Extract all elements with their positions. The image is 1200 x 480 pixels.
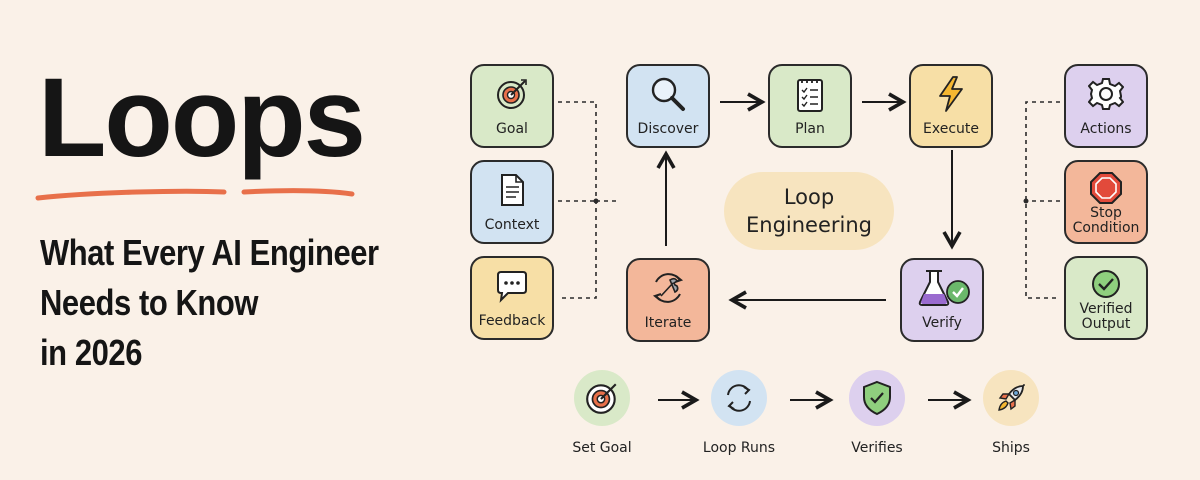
check-circle-icon	[1066, 264, 1146, 304]
node-execute: Execute	[909, 64, 993, 148]
step-verifies: Verifies	[822, 370, 932, 456]
node-plan-label: Plan	[795, 121, 825, 137]
node-stop-condition-line-1: Stop	[1090, 205, 1122, 221]
node-actions-label: Actions	[1080, 121, 1132, 137]
node-verify-label: Verify	[922, 315, 962, 331]
step-set-goal: Set Goal	[547, 370, 657, 456]
node-verified-output-label: Verified Output	[1068, 302, 1144, 332]
node-feedback-label: Feedback	[478, 313, 546, 329]
step-loop-runs: Loop Runs	[684, 370, 794, 456]
target-icon	[574, 370, 630, 426]
output-connector	[1025, 101, 1060, 299]
node-context: Context	[470, 160, 554, 244]
subtitle-line-2: Needs to Know	[40, 282, 259, 323]
magnifier-icon	[628, 74, 708, 114]
step-ships: Ships	[956, 370, 1066, 456]
input-connector	[558, 101, 597, 299]
loop-engineering-line-2: Engineering	[746, 213, 872, 237]
loop-engineering-line-1: Loop	[783, 185, 835, 209]
node-iterate-label: Iterate	[644, 315, 692, 331]
node-verified-output-line-2: Output	[1081, 316, 1131, 332]
checklist-icon	[770, 74, 850, 114]
node-goal: Goal	[470, 64, 554, 148]
node-feedback: Feedback	[470, 256, 554, 340]
node-stop-condition-label: Stop Condition	[1068, 206, 1144, 236]
cycle-arrows-icon	[711, 370, 767, 426]
subtitle-line-3: in 2026	[40, 332, 142, 373]
shield-check-icon	[849, 370, 905, 426]
node-iterate: Iterate	[626, 258, 710, 342]
node-stop-condition: Stop Condition	[1064, 160, 1148, 244]
node-verified-output: Verified Output	[1064, 256, 1148, 340]
gear-icon	[1066, 74, 1146, 114]
target-icon	[472, 74, 552, 114]
subtitle-line-1: What Every AI Engineer	[40, 232, 379, 273]
step-set-goal-label: Set Goal	[572, 440, 632, 456]
step-verifies-label: Verifies	[851, 440, 903, 456]
wrench-cycle-icon	[628, 268, 708, 308]
page-title: Loops	[38, 55, 366, 180]
node-discover-label: Discover	[637, 121, 699, 137]
rocket-icon	[983, 370, 1039, 426]
node-context-label: Context	[484, 217, 540, 233]
node-discover: Discover	[626, 64, 710, 148]
chat-bubble-icon	[472, 266, 552, 306]
node-stop-condition-line-2: Condition	[1072, 220, 1140, 236]
node-plan: Plan	[768, 64, 852, 148]
document-icon	[472, 170, 552, 210]
loop-engineering-label: Loop Engineering	[724, 172, 894, 250]
step-ships-label: Ships	[992, 440, 1030, 456]
step-loop-runs-label: Loop Runs	[702, 440, 776, 456]
lightning-icon	[911, 74, 991, 114]
stop-sign-icon	[1066, 168, 1146, 208]
node-actions: Actions	[1064, 64, 1148, 148]
subtitle: What Every AI Engineer Needs to Know in …	[40, 228, 379, 378]
node-goal-label: Goal	[496, 121, 528, 137]
node-verified-output-line-1: Verified	[1079, 301, 1133, 317]
node-execute-label: Execute	[923, 121, 979, 137]
flask-check-icon	[902, 268, 982, 308]
title-underline	[35, 188, 355, 201]
node-verify: Verify	[900, 258, 984, 342]
